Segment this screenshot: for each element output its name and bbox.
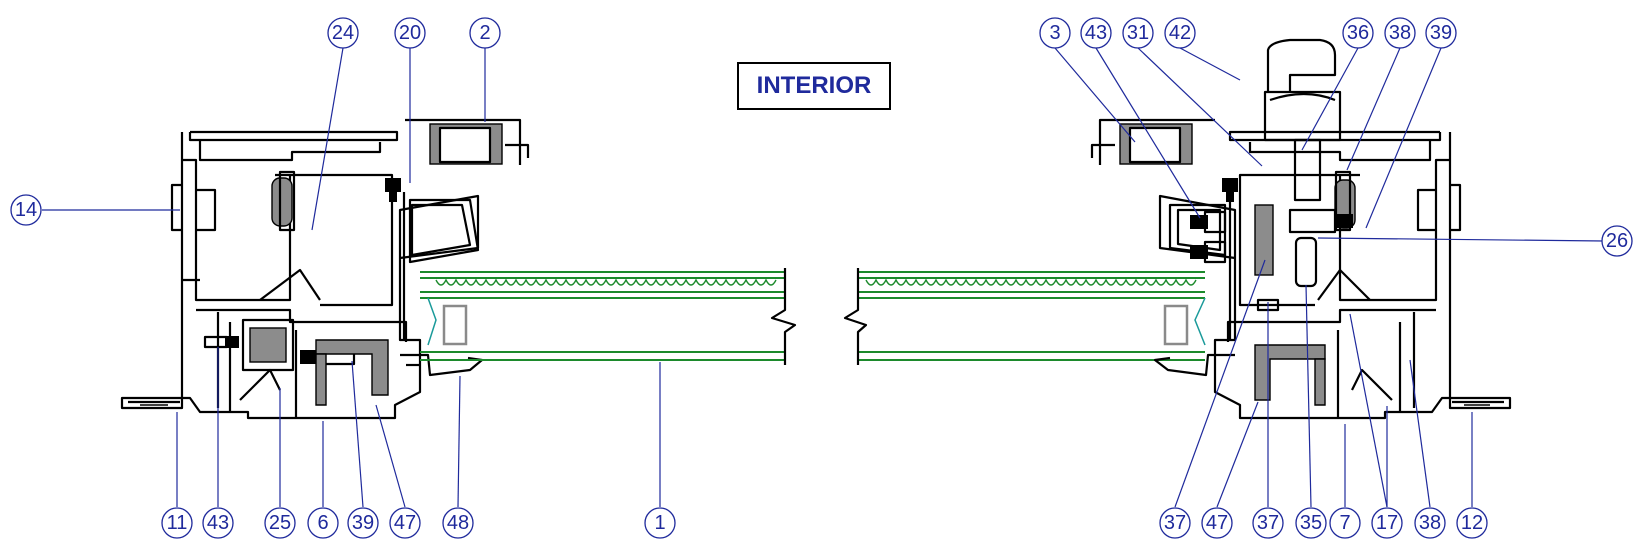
- svg-text:43: 43: [207, 512, 229, 534]
- svg-text:20: 20: [399, 22, 421, 44]
- glass-unit-left: [420, 268, 797, 365]
- callout: 48: [442, 507, 474, 539]
- callouts-left-bottom: 11 43 25 6 39 47 48 1: [161, 507, 676, 539]
- svg-text:17: 17: [1376, 512, 1398, 534]
- svg-text:2: 2: [479, 22, 490, 44]
- svg-text:31: 31: [1127, 22, 1149, 44]
- svg-text:38: 38: [1419, 512, 1441, 534]
- glass-unit-right: [843, 268, 1206, 365]
- leader-lines: [42, 47, 1605, 508]
- callout: 12: [1456, 507, 1488, 539]
- svg-text:11: 11: [167, 512, 188, 534]
- callout: 43: [202, 507, 234, 539]
- svg-text:39: 39: [352, 512, 374, 534]
- svg-text:47: 47: [394, 512, 416, 534]
- svg-text:47: 47: [1206, 512, 1228, 534]
- callout: 2: [469, 17, 501, 49]
- callout: 20: [394, 17, 426, 49]
- callout: 3: [1039, 17, 1071, 49]
- callout: 42: [1164, 17, 1196, 49]
- svg-text:12: 12: [1461, 512, 1483, 534]
- svg-text:37: 37: [1164, 512, 1186, 534]
- callout: 39: [1425, 17, 1457, 49]
- callout: 25: [264, 507, 296, 539]
- svg-text:24: 24: [332, 22, 354, 44]
- svg-text:6: 6: [317, 512, 328, 534]
- callout: 7: [1329, 507, 1361, 539]
- callout: 38: [1414, 507, 1446, 539]
- callout: 17: [1371, 507, 1403, 539]
- svg-text:26: 26: [1606, 230, 1628, 252]
- callout: 47: [389, 507, 421, 539]
- callout: 6: [307, 507, 339, 539]
- callout: 36: [1342, 17, 1374, 49]
- svg-text:39: 39: [1430, 22, 1452, 44]
- svg-text:35: 35: [1300, 512, 1322, 534]
- callout: 39: [347, 507, 379, 539]
- callouts-left-top: 24 20 2: [327, 17, 501, 49]
- callout: 26: [1601, 225, 1633, 257]
- svg-text:25: 25: [269, 512, 291, 534]
- callout: 47: [1201, 507, 1233, 539]
- svg-text:42: 42: [1169, 22, 1191, 44]
- svg-text:1: 1: [654, 512, 665, 534]
- svg-text:38: 38: [1389, 22, 1411, 44]
- interior-label: INTERIOR: [737, 62, 891, 110]
- callouts-right-bottom: 37 47 37 35 7 17 38 12: [1159, 507, 1488, 539]
- callouts-left-side: 14: [10, 194, 42, 226]
- right-frame-profile: [1090, 38, 1512, 420]
- callout: 1: [644, 507, 676, 539]
- callout: 11: [161, 507, 193, 539]
- svg-text:7: 7: [1339, 512, 1350, 534]
- callout: 24: [327, 17, 359, 49]
- svg-text:3: 3: [1049, 22, 1060, 44]
- svg-text:43: 43: [1085, 22, 1107, 44]
- svg-text:37: 37: [1257, 512, 1279, 534]
- callout: 43: [1080, 17, 1112, 49]
- callout: 14: [10, 194, 42, 226]
- callout: 37: [1159, 507, 1191, 539]
- left-frame-profile: [120, 118, 530, 420]
- callout: 31: [1122, 17, 1154, 49]
- callout: 37: [1252, 507, 1284, 539]
- callouts-right-side: 26: [1601, 225, 1633, 257]
- callouts-right-top: 3 43 31 42 36 38 39: [1039, 17, 1457, 49]
- callout: 35: [1295, 507, 1327, 539]
- callout: 38: [1384, 17, 1416, 49]
- svg-text:48: 48: [447, 512, 469, 534]
- svg-text:36: 36: [1347, 22, 1369, 44]
- svg-text:14: 14: [15, 199, 37, 221]
